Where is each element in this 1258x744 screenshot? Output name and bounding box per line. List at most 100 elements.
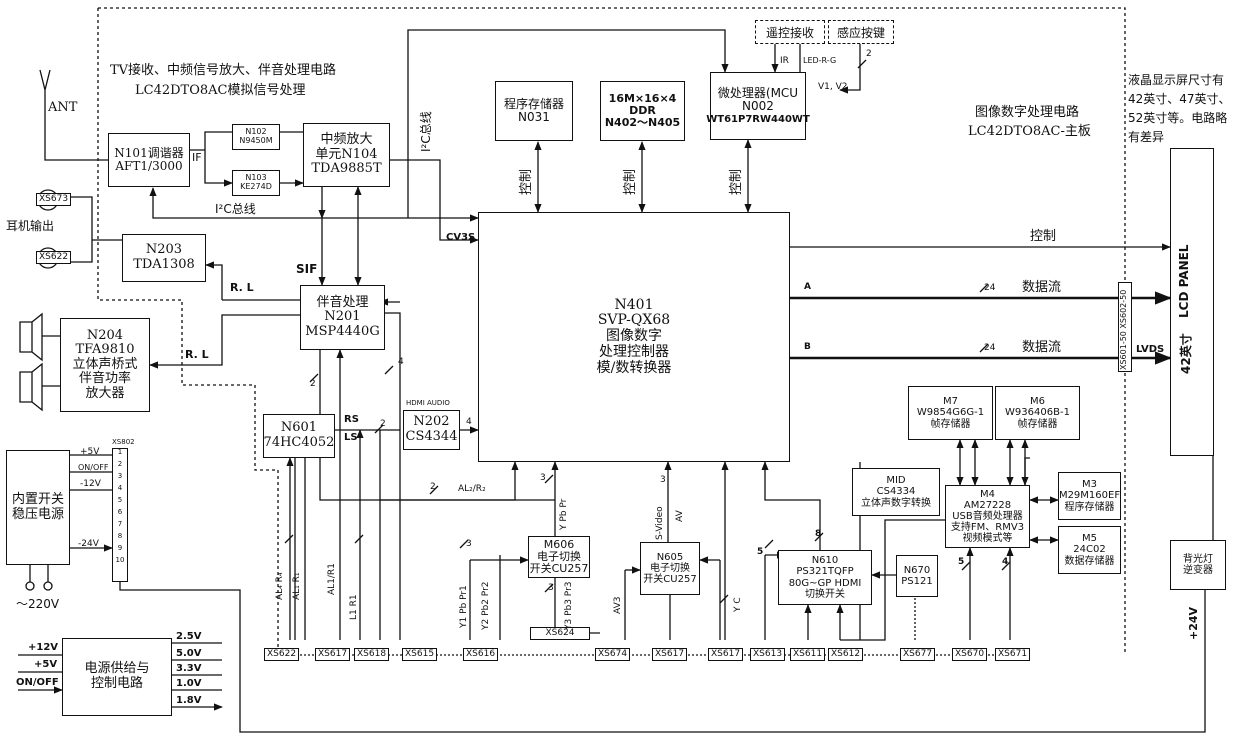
n102-label: N102 xyxy=(245,127,267,137)
n605-model: 开关CU257 xyxy=(643,574,697,586)
if-amp-model: TDA9885T xyxy=(311,161,382,177)
ctrl-label-2: 控制 xyxy=(623,168,638,195)
y3pb3pr3-label: Y3 Pb3 Pr3 xyxy=(564,581,574,630)
pin-9: 9 xyxy=(117,544,123,552)
pin-1: 1 xyxy=(117,448,123,456)
al4r4-label: AL₄ R₄ xyxy=(275,572,285,600)
in-12v: +12V xyxy=(28,642,59,653)
n670-model: PS121 xyxy=(901,576,933,587)
i2c-bus-label-h: I²C总线 xyxy=(215,202,256,216)
signal-a-label: A xyxy=(804,282,811,292)
xs622-jack: XS622 xyxy=(36,251,72,264)
backlight-label2: 逆变器 xyxy=(1183,565,1213,576)
xs802-connector: 1 2 3 4 5 6 7 8 9 10 xyxy=(112,448,128,582)
n202-label: N202 xyxy=(413,414,450,430)
sif-label: SIF xyxy=(296,262,318,276)
av-label: AV xyxy=(675,510,685,522)
m6-desc: 帧存储器 xyxy=(1017,418,1058,430)
mcu-model: WT61P7RW440WT xyxy=(706,113,810,125)
xs802-label: XS802 xyxy=(112,438,135,446)
m6-label: M6 xyxy=(1030,396,1045,408)
bus-4-c: 4 xyxy=(1002,557,1009,567)
psu-out-onoff: ON/OFF xyxy=(78,463,109,472)
psu-out-m12v: -12V xyxy=(80,479,101,489)
n401-model: SVP-QX68 xyxy=(597,312,671,329)
bus-3-b: 3 xyxy=(466,539,472,549)
n103-model: KE274D xyxy=(240,182,272,191)
rl-label-1: R. L xyxy=(230,281,254,294)
xs601-label: XS601-50 XS602-50 xyxy=(1119,289,1128,370)
ac220-label: ～220V xyxy=(16,597,60,611)
if-label: IF xyxy=(192,151,202,164)
m7-model: W9854G6G-1 xyxy=(916,407,985,419)
n610-model: PS321TQFP xyxy=(796,566,854,578)
m606-label: M606 xyxy=(543,537,575,551)
antenna-label: ANT xyxy=(48,100,78,115)
m4-model: AM27228 xyxy=(963,499,1012,511)
m7-label: M7 xyxy=(943,396,958,408)
connector-xs617-a: XS617 xyxy=(315,648,351,661)
in-onoff: ON/OFF xyxy=(16,677,59,688)
m3-label: M3 xyxy=(1082,479,1097,491)
connector-xs617-b: XS617 xyxy=(652,648,688,661)
pin-6: 6 xyxy=(117,508,123,516)
bus-3-c: 3 xyxy=(548,583,554,593)
m5-model: 24C02 xyxy=(1073,544,1106,556)
cvbs-label: CV3S xyxy=(446,232,476,243)
ls-label: LS xyxy=(344,432,358,443)
m606-model: 开关CU257 xyxy=(529,562,589,576)
al1r1-label: AL₁ R₁ xyxy=(292,572,302,600)
touch-label: 感应按键 xyxy=(836,25,885,40)
ddr-label: DDR xyxy=(629,103,656,117)
bus-2-b: 2 xyxy=(310,379,316,389)
note-line4: 有差异 xyxy=(1128,130,1165,144)
m4-label: M4 xyxy=(980,488,995,500)
m5-desc: 数据存储器 xyxy=(1064,555,1115,567)
ypbpr-label: Y Pb Pr xyxy=(559,498,569,530)
n204-desc3: 放大器 xyxy=(85,385,125,401)
n203-label: N203 xyxy=(145,242,183,258)
n610-desc2: 切换开关 xyxy=(805,588,845,600)
dataflow-label-2: 数据流 xyxy=(1022,340,1062,355)
n201-model: MSP4440G xyxy=(305,323,380,339)
connector-xs618: XS618 xyxy=(354,648,390,661)
n401-desc1: 图像数字 xyxy=(606,328,662,345)
two-mcu: 2 xyxy=(866,49,872,59)
connector-xs622: XS622 xyxy=(264,648,300,661)
ddr-size: 16M×16×4 xyxy=(608,91,677,105)
m4-desc1: USB音频处理器 xyxy=(952,510,1023,522)
connector-xs613: XS613 xyxy=(750,648,786,661)
y1pb1pr1-label: Y1 Pb Pr1 xyxy=(459,585,469,628)
pin-3: 3 xyxy=(117,472,123,480)
in-5v: +5V xyxy=(34,659,58,670)
al1r1b-label: AL1/R1 xyxy=(327,563,337,595)
if-amp-unit: 单元N104 xyxy=(315,146,378,162)
xs601-connector xyxy=(1118,282,1132,372)
pin-7: 7 xyxy=(117,520,123,528)
out-3-3v: 3.3V xyxy=(176,663,202,674)
n202-model: CS4344 xyxy=(405,429,458,444)
n204-label: N204 xyxy=(86,327,124,343)
ir-label: IR xyxy=(780,56,789,66)
power-control-label2: 控制电路 xyxy=(90,676,143,691)
rs-label: RS xyxy=(344,414,359,425)
right-title-line2: LC42DTO8AC-主板 xyxy=(968,124,1091,139)
remote-label: 遥控接收 xyxy=(765,25,814,40)
mcu-label: 微处理器(MCU xyxy=(717,85,799,100)
n610-label: N610 xyxy=(811,555,839,567)
bus-width-24b: 24 xyxy=(984,343,996,353)
connector-xs671: XS671 xyxy=(995,648,1031,661)
